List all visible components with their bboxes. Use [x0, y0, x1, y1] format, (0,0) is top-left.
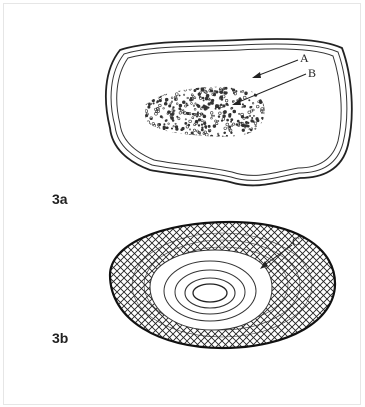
- figure-3a-label: 3a: [52, 191, 68, 207]
- cell-3a: [106, 39, 352, 185]
- callout-b-leader: [234, 74, 306, 104]
- callout-a-arrowhead: [252, 72, 261, 78]
- callout-a-label: A: [300, 51, 309, 66]
- cell-3a-wall-outer: [106, 39, 352, 185]
- stippled-region: [142, 83, 268, 141]
- figure-3b-label: 3b: [52, 330, 68, 346]
- callout-a-leader: [254, 60, 298, 77]
- cell-3b-inner-boundary: [150, 250, 272, 330]
- callout-b-label: B: [308, 66, 316, 81]
- callout-c-label: C: [292, 234, 300, 249]
